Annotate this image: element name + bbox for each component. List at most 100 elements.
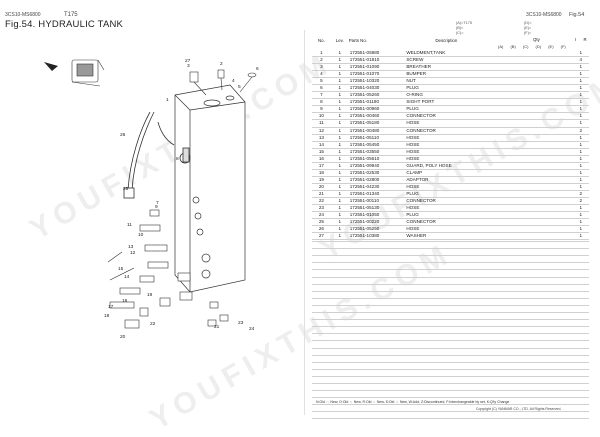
cell-no: 2 [312,56,331,65]
cell-desc: NUT [405,77,516,86]
cell-qty: 1 [515,91,589,100]
cell-desc: PLUG [405,211,516,220]
legend-d: (D)= [524,21,532,25]
blank-row [312,292,589,299]
empty-table-rows [312,235,589,420]
doc-code: 3CS10-MS6800 [5,12,41,18]
top-fittings [189,69,257,96]
blank-row [312,263,589,271]
callout-8: 8 [176,156,179,162]
cell-qty: 1 [515,183,589,191]
cell-qty: 1 [515,211,589,220]
cell-no: 24 [312,211,331,220]
callout-1: 1 [166,97,169,103]
cell-desc: HOSE [405,148,516,156]
cell-lev: 1 [330,98,349,107]
cell-no: 25 [312,218,331,227]
cell-no: 23 [312,204,331,213]
cell-pn: 172551-10380 [348,232,406,241]
cell-pn: 172551-05130 [348,204,406,213]
callout-21: 21 [214,324,220,330]
cell-lev: 1 [330,105,349,114]
exploded-diagram: 1 2 3 4 5 6 7 8 9 10 11 12 13 14 15 16 1… [44,58,259,340]
callout-27: 27 [185,58,191,64]
blank-row [312,306,589,314]
cell-lev: 1 [330,183,349,191]
cell-no: 12 [312,127,331,135]
model-legend: (A)=T175 (B)= (C)= [456,21,472,36]
cell-qty: 2 [515,190,589,198]
cell-qty: 1 [515,148,589,156]
blank-row [312,349,589,356]
cell-pn: 172551-00480 [348,127,406,135]
qty-sub-labels: (A) (B) (C) (D) (E) (F) [498,44,566,49]
cell-pn: 172551-05260 [348,91,406,100]
cell-qty: 1 [515,77,589,86]
cell-qty: 1 [515,119,589,128]
callout-11: 11 [127,222,132,228]
cell-lev: 1 [330,148,349,156]
divider [304,30,305,415]
page-title: Fig.54. HYDRAULIC TANK [5,19,124,30]
cell-desc: HOSE [405,141,516,149]
callout-25: 25 [123,186,129,192]
callout-12: 12 [130,250,136,256]
blank-row [312,334,589,342]
blank-row [312,270,589,278]
callout-23: 23 [238,320,244,326]
fig-number: Fig.54 [568,12,585,18]
cell-lev: 1 [330,70,349,79]
cell-qty: 2 [515,127,589,135]
cell-no: 9 [312,105,331,114]
blank-row [312,242,589,250]
cell-desc: ADAPTOR [405,176,516,184]
blank-row [312,341,589,349]
callout-4: 4 [232,78,235,84]
col-description: Description [435,37,458,43]
cell-lev: 1 [330,91,349,100]
legend-f: (F)= [524,31,532,35]
cell-no: 7 [312,91,331,100]
cell-desc: CONNECTOR [405,112,516,121]
callout-18: 18 [104,313,110,319]
callout-9: 9 [155,204,158,210]
cell-qty: 1 [515,218,589,227]
callout-2: 2 [220,61,223,67]
callout-10: 10 [138,232,144,238]
blank-row [312,320,589,328]
cell-pn: 172551-05180 [348,119,406,128]
cell-desc: CONNECTOR [405,218,516,227]
blank-row [312,313,589,321]
cell-qty: 1 [515,98,589,107]
blank-row [312,391,589,399]
callout-labels: 1 2 3 4 5 6 7 8 9 10 11 12 13 14 15 16 1… [104,58,259,340]
cell-desc: PLUG [405,84,516,93]
cell-qty: 1 [515,50,589,58]
cell-pn: 172551-05250 [348,225,406,234]
callout-15: 15 [118,266,124,272]
cell-qty: 4 [515,56,589,65]
blank-row [312,278,589,285]
legend-c: (C)= [456,31,464,35]
cell-lev: 1 [330,112,349,121]
cell-qty: 1 [515,70,589,79]
cell-qty: 1 [515,176,589,184]
parts-catalog-page: YOUFIXTHIS.COM YOUFIXTHIS.COM YOUFIXTHIS… [5,12,600,437]
legend-e: (E)= [524,26,532,30]
col-no: No. [318,37,325,43]
blank-row [312,377,589,384]
cell-pn: 172551-03550 [348,148,406,156]
